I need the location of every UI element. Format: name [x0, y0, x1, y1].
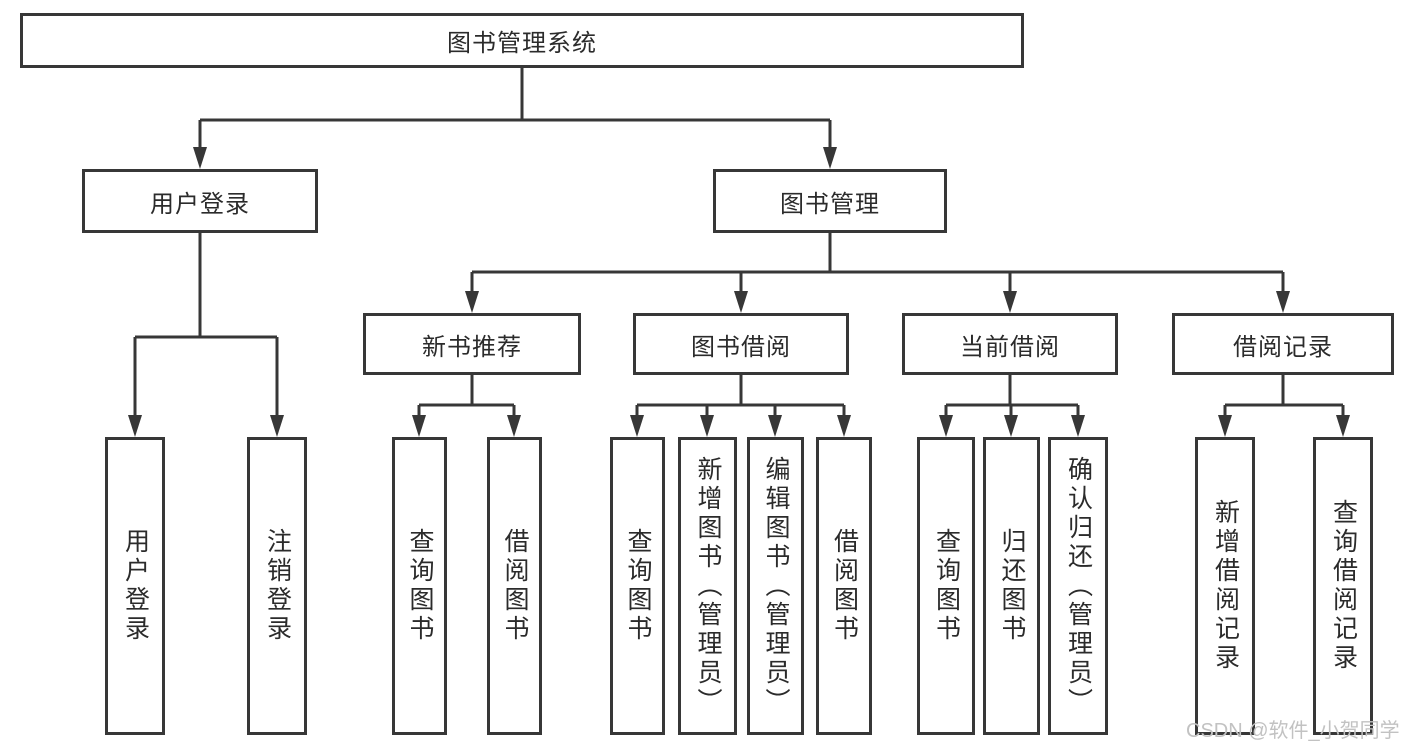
leaf-current-confirm-return-admin: 确认归还（管理员）	[1048, 437, 1108, 735]
leaf-current-query-books: 查询图书	[917, 437, 975, 735]
leaf-borrowing-add-books-admin: 新增图书（管理员）	[678, 437, 737, 735]
node-label: 查询图书	[932, 528, 961, 644]
node-label: 借阅图书	[830, 528, 859, 644]
node-label: 图书借阅	[691, 333, 791, 361]
leaf-borrowing-borrow-books: 借阅图书	[816, 437, 872, 735]
leaf-user-login: 用户登录	[105, 437, 165, 735]
csdn-watermark: CSDN @软件_小贺同学	[1186, 720, 1400, 742]
node-current-borrowing: 当前借阅	[902, 313, 1118, 375]
leaf-records-query-record: 查询借阅记录	[1313, 437, 1373, 735]
node-label: 新书推荐	[422, 333, 522, 361]
node-label: 新增借阅记录	[1211, 499, 1240, 673]
leaf-borrowing-edit-books-admin: 编辑图书（管理员）	[747, 437, 804, 735]
node-borrowing-records: 借阅记录	[1172, 313, 1394, 375]
node-label: 用户登录	[150, 190, 250, 218]
node-label: 用户登录	[121, 528, 150, 644]
leaf-borrowing-query-books: 查询图书	[610, 437, 665, 735]
node-label: 当前借阅	[960, 333, 1060, 361]
node-label: 编辑图书（管理员）	[762, 455, 790, 717]
node-label: 借阅记录	[1233, 333, 1333, 361]
leaf-current-return-books: 归还图书	[983, 437, 1040, 735]
node-label: 图书管理系统	[447, 30, 597, 57]
node-book-borrowing: 图书借阅	[633, 313, 849, 375]
node-new-book-recommend: 新书推荐	[363, 313, 581, 375]
node-label: 查询图书	[624, 528, 652, 644]
node-user-login: 用户登录	[82, 169, 318, 233]
node-library-system: 图书管理系统	[20, 13, 1024, 68]
node-label: 借阅图书	[501, 528, 529, 644]
node-book-management: 图书管理	[713, 169, 947, 233]
node-label: 图书管理	[780, 190, 880, 218]
arrowheads	[128, 147, 1350, 437]
node-label: 查询图书	[406, 528, 434, 644]
node-label: 新增图书（管理员）	[694, 455, 722, 717]
node-label: 归还图书	[998, 528, 1026, 644]
node-label: 确认归还（管理员）	[1064, 455, 1093, 717]
leaf-logout: 注销登录	[247, 437, 307, 735]
node-label: 注销登录	[263, 528, 292, 644]
node-label: 查询借阅记录	[1329, 499, 1358, 673]
leaf-newbook-borrow-books: 借阅图书	[487, 437, 542, 735]
leaf-records-add-record: 新增借阅记录	[1195, 437, 1255, 735]
leaf-newbook-query-books: 查询图书	[392, 437, 447, 735]
